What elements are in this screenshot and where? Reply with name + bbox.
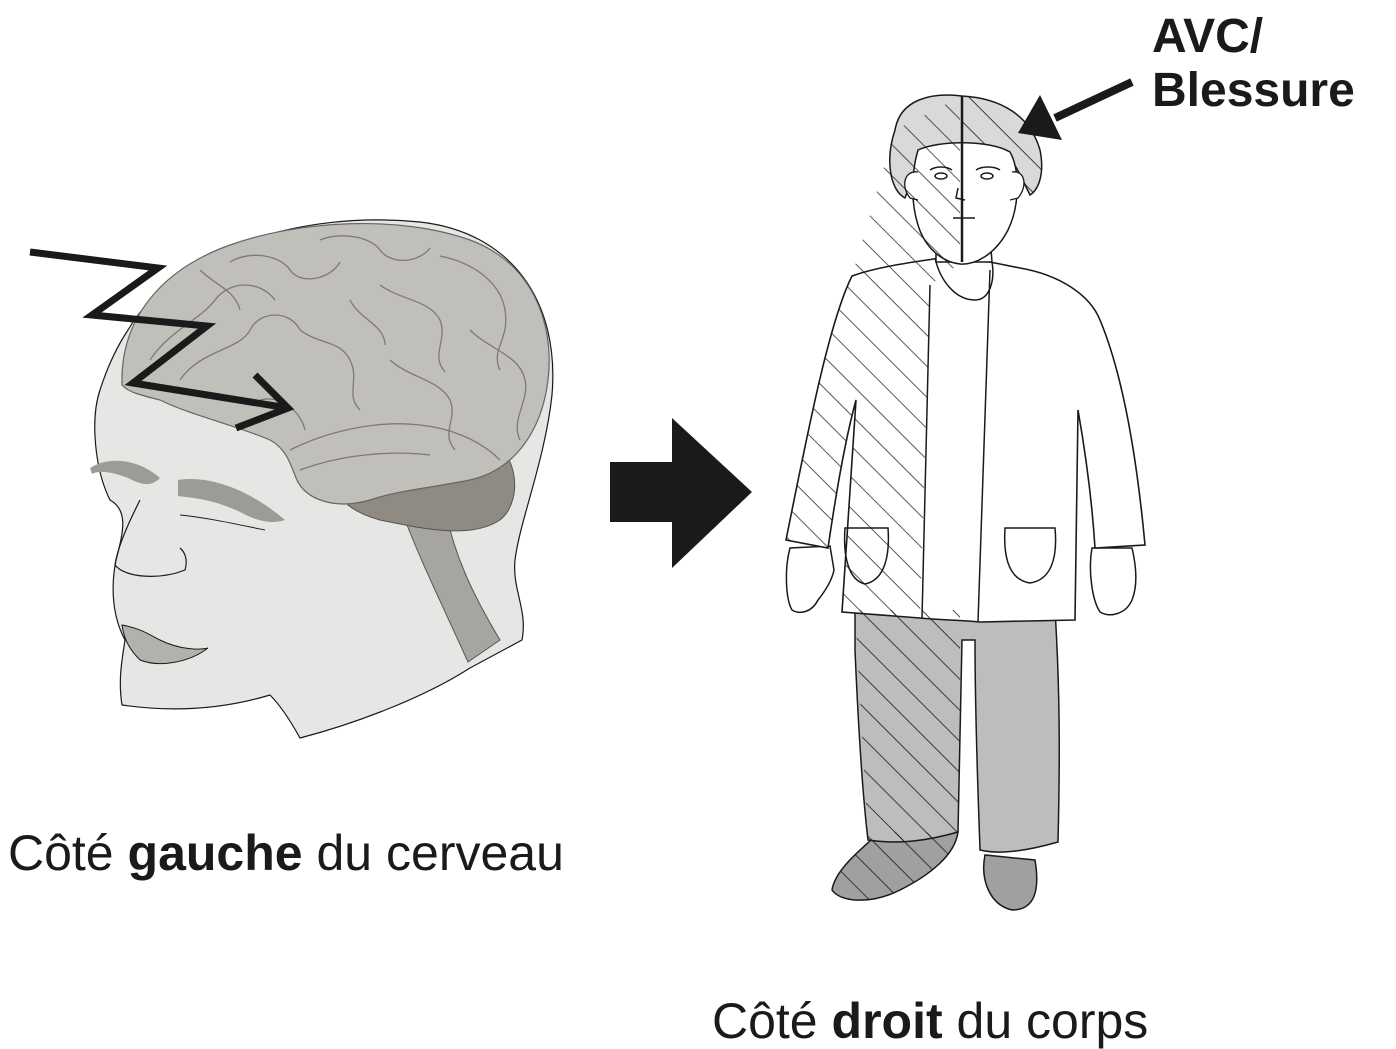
pointer-arrow-icon	[1018, 82, 1132, 140]
body-side-caption: Côté droit du corps	[712, 996, 1148, 1046]
body-caption-prefix: Côté	[712, 993, 818, 1049]
body-caption-emphasis: droit	[832, 993, 943, 1049]
brain-side-caption: Côté gauche du cerveau	[8, 828, 564, 878]
head-with-brain-illustration	[90, 220, 553, 738]
person-illustration	[786, 95, 1145, 910]
injury-label: AVC/ Blessure	[1152, 10, 1355, 118]
brain-caption-prefix: Côté	[8, 825, 114, 881]
hand-left	[786, 546, 834, 612]
brain-caption-suffix: du cerveau	[317, 825, 564, 881]
hand-right	[1090, 548, 1135, 615]
injury-label-line1: AVC/	[1152, 10, 1355, 64]
brain-caption-emphasis: gauche	[128, 825, 303, 881]
injury-label-line2: Blessure	[1152, 64, 1355, 118]
body-caption-suffix: du corps	[957, 993, 1149, 1049]
shoe-right	[984, 855, 1037, 910]
right-arrow-icon	[610, 418, 752, 568]
